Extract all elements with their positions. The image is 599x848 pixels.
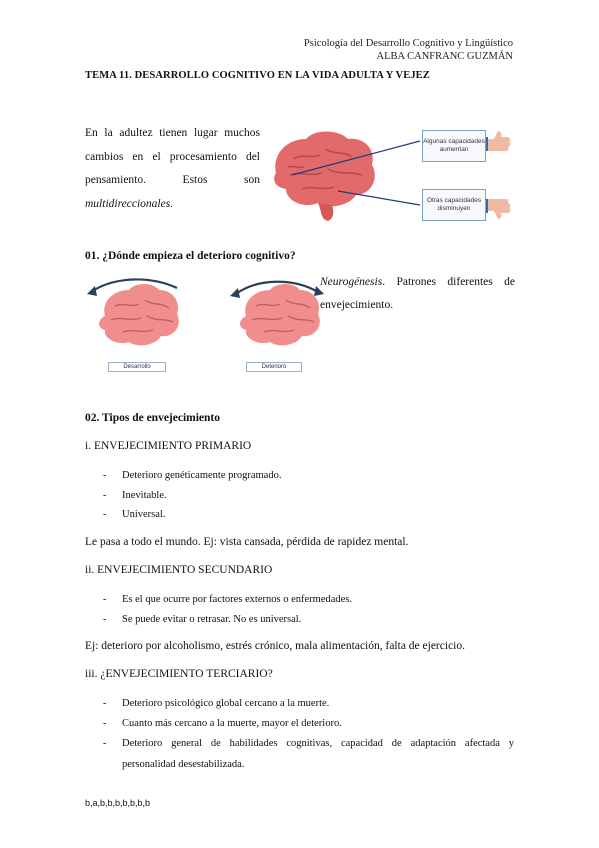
- page-title: TEMA 11. DESARROLLO COGNITIVO EN LA VIDA…: [85, 70, 430, 81]
- intro-text: En la adultez tienen lugar muchos cambio…: [85, 127, 260, 186]
- author-name: ALBA CANFRANC GUZMÁN: [376, 51, 513, 62]
- list-item: -Cuanto más cercano a la muerte, mayor e…: [103, 717, 342, 729]
- capacities-decrease-box: Otras capacidades disminuyen: [422, 189, 486, 221]
- development-brain-figure: [87, 278, 179, 346]
- list-item: -Inevitable.: [103, 489, 167, 501]
- footer-text: b,a,b,b,b,b,b,b,b: [85, 798, 151, 808]
- list-item: -Deterioro psicológico global cercano a …: [103, 698, 330, 709]
- section-01-heading: 01. ¿Dónde empieza el deterioro cognitiv…: [85, 250, 296, 262]
- intro-end: .: [170, 197, 174, 210]
- list-item: -Se puede evitar o retrasar. No es unive…: [103, 613, 302, 625]
- primary-aging-note: Le pasa a todo el mundo. Ej: vista cansa…: [85, 536, 409, 548]
- arrow-up-line: [291, 140, 421, 176]
- brain-icon: [274, 131, 375, 221]
- running-header: Psicología del Desarrollo Cognitivo y Li…: [304, 37, 513, 63]
- list-item: -Deterioro general de habilidades cognit…: [103, 738, 514, 770]
- neurogenesis-term: Neurogénesis: [320, 276, 383, 288]
- neurogenesis-description: . Patrones diferentes de envejecimiento.: [320, 276, 515, 311]
- thumbs-down-icon: [482, 199, 511, 219]
- deterioration-brain-figure: [230, 280, 324, 346]
- tertiary-aging-title: iii. ¿ENVEJECIMIENTO TERCIARIO?: [85, 668, 273, 680]
- secondary-aging-list: -Es el que ocurre por factores externos …: [85, 590, 352, 629]
- development-label: Desarrollo: [108, 362, 166, 372]
- arrowhead-icon: [87, 286, 97, 296]
- capacities-increase-box: Algunas capacidades aumentan: [422, 130, 486, 162]
- list-item: -Deterioro genéticamente programado.: [103, 470, 282, 481]
- arrow-curve-icon: [235, 280, 319, 295]
- primary-aging-title: i. ENVEJECIMIENTO PRIMARIO: [85, 440, 252, 452]
- course-title: Psicología del Desarrollo Cognitivo y Li…: [303, 38, 513, 49]
- secondary-aging-title: ii. ENVEJECIMIENTO SECUNDARIO: [85, 564, 273, 576]
- primary-aging-list: -Deterioro genéticamente programado. -In…: [85, 466, 281, 525]
- list-item: -Es el que ocurre por factores externos …: [103, 594, 353, 605]
- tertiary-aging-list: -Deterioro psicológico global cercano a …: [85, 694, 514, 775]
- deterioration-label: Deterioro: [246, 362, 302, 372]
- list-item: -Universal.: [103, 509, 166, 520]
- brain-icon: [99, 284, 179, 346]
- thumbs-up-icon: [482, 131, 511, 151]
- arrow-down-line: [337, 190, 421, 206]
- arrow-curve-icon: [90, 278, 178, 293]
- arrowhead-left-icon: [230, 288, 240, 298]
- intro-paragraph: En la adultez tienen lugar muchos cambio…: [85, 122, 260, 216]
- secondary-aging-note: Ej: deterioro por alcoholismo, estrés cr…: [85, 640, 465, 652]
- brain-icon: [240, 284, 320, 346]
- arrowhead-right-icon: [314, 286, 324, 296]
- neurogenesis-text: Neurogénesis. Patrones diferentes de env…: [320, 271, 515, 317]
- intro-emphasis: multidireccionales: [85, 197, 171, 210]
- section-02-heading: 02. Tipos de envejecimiento: [85, 412, 221, 424]
